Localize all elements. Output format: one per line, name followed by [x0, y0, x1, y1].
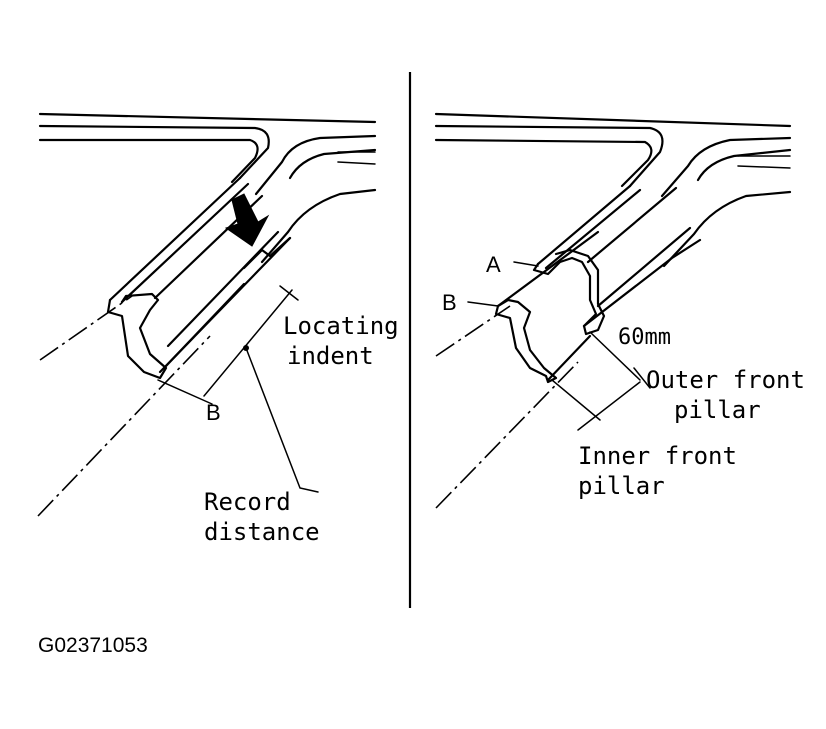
left-pillar-edge-7 [242, 236, 292, 270]
right-pillar-edge-1 [536, 184, 632, 266]
left-locating-dot [243, 345, 249, 351]
right-label-outer-1: Outer front [646, 366, 805, 394]
right-label-60mm: 60mm [618, 325, 671, 350]
left-measure-dim [203, 289, 293, 397]
right-leader-60mm-b [551, 379, 601, 421]
right-roof-right-a [660, 136, 792, 198]
right-leader-a [513, 261, 539, 267]
left-pillar-edge-6 [164, 282, 246, 368]
left-pillar-edge-1 [108, 176, 242, 302]
figure-id: G02371053 [38, 634, 148, 657]
left-label-indent: indent [287, 342, 374, 370]
right-leader-60mm [589, 331, 641, 381]
right-leader-b [467, 301, 499, 307]
right-roof-right-b [696, 148, 792, 182]
left-roof-right-a [254, 134, 377, 196]
right-roof-right-c [662, 190, 792, 268]
left-roof-outer [38, 112, 377, 124]
left-roof-right-b [288, 148, 377, 180]
right-label-inner-2: pillar [578, 472, 665, 500]
left-roof-tab [337, 151, 376, 165]
right-roof-inner [434, 138, 653, 188]
left-label-locating: Locating [283, 312, 399, 340]
left-arrow-icon [224, 193, 270, 247]
left-measure-tick [279, 285, 299, 301]
right-centerline-1 [435, 305, 511, 357]
right-outer-profile [494, 298, 558, 384]
right-pillar-edge-4 [596, 226, 692, 308]
right-panel: A B 60mm Outer front pillar Inner front … [434, 112, 805, 509]
left-label-b: B [206, 400, 221, 425]
left-pillar-edge-2 [120, 182, 250, 304]
right-pillar-edge-3 [586, 186, 678, 264]
left-panel: B Locating indent Record distance [37, 112, 399, 546]
left-centerline-1 [39, 295, 133, 361]
left-centerline-2 [37, 335, 211, 517]
right-label-inner-1: Inner front [578, 442, 737, 470]
right-pillar-edge-2 [544, 188, 642, 270]
left-record-leader [245, 347, 319, 493]
left-roof-right-c [260, 188, 377, 264]
right-dim-line [577, 381, 641, 431]
left-label-distance: distance [204, 518, 320, 546]
right-pillar-edge-7 [546, 334, 592, 382]
left-roof-mid [38, 124, 270, 180]
right-centerline-2 [435, 361, 579, 509]
left-label-record: Record [204, 488, 291, 516]
right-pillar-edge-6 [496, 230, 600, 308]
right-roof-tab [737, 155, 791, 169]
right-leader-outer [633, 367, 651, 389]
right-label-b: B [442, 290, 457, 315]
left-roof-inner [38, 138, 259, 184]
right-roof-mid [434, 124, 664, 188]
left-measure-line [157, 379, 213, 405]
right-label-a: A [486, 252, 501, 277]
right-label-outer-2: pillar [674, 396, 761, 424]
right-roof-outer [434, 112, 792, 128]
left-pillar-profile [106, 292, 168, 380]
right-pillar-edge-5 [582, 238, 702, 328]
right-pillar-profile [532, 248, 606, 336]
